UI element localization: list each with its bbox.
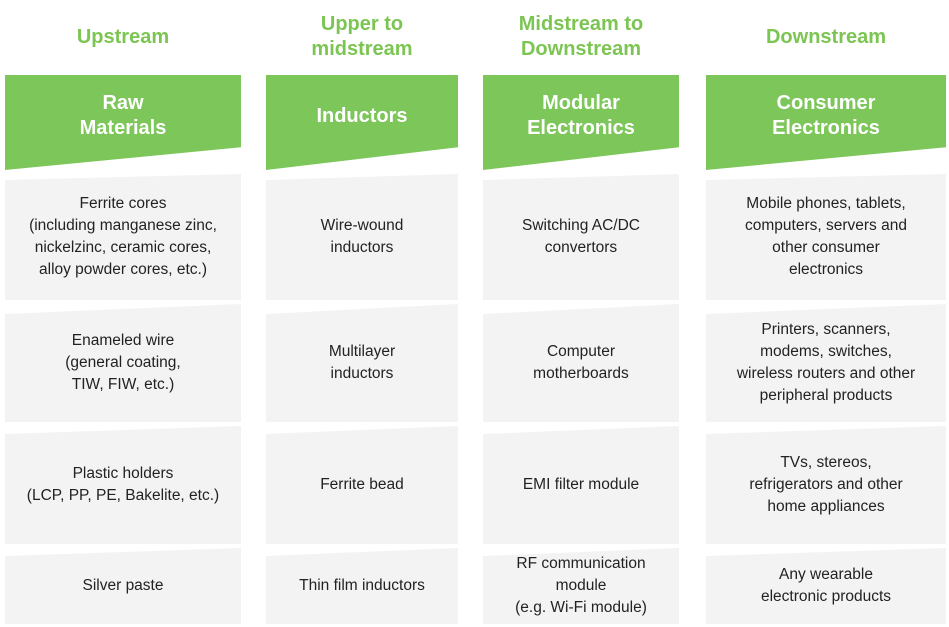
item-card: Ferrite cores (including manganese zinc,… bbox=[5, 174, 241, 300]
item-card: EMI filter module bbox=[483, 426, 679, 544]
item-card: Silver paste bbox=[5, 548, 241, 624]
item-card: Computer motherboards bbox=[483, 304, 679, 422]
header-title: Inductors bbox=[316, 104, 408, 127]
item-card: Ferrite bead bbox=[266, 426, 458, 544]
stage-label: Upstream bbox=[76, 25, 170, 48]
item-card: Plastic holders (LCP, PP, PE, Bakelite, … bbox=[5, 426, 241, 544]
column-downstream: Downstream Consumer Electronics Mobile p… bbox=[706, 0, 946, 627]
item-card: Printers, scanners, modems, switches, wi… bbox=[706, 304, 946, 422]
item-card: Enameled wire (general coating, TIW, FIW… bbox=[5, 304, 241, 422]
stage-label: Downstream bbox=[765, 25, 887, 48]
item-card: RF communication module (e.g. Wi-Fi modu… bbox=[483, 548, 679, 624]
column-midstream-to-downstream: Midstream to Downstream Modular Electron… bbox=[483, 0, 679, 627]
item-card: TVs, stereos, refrigerators and other ho… bbox=[706, 426, 946, 544]
header-title: Consumer Electronics bbox=[772, 92, 880, 139]
column-upper-to-midstream: Upper to midstream Inductors Wire-wound … bbox=[266, 0, 458, 627]
column-upstream: Upstream Raw Materials Ferrite cores (in… bbox=[5, 0, 241, 627]
item-card: Multilayer inductors bbox=[266, 304, 458, 422]
stage-label: Upper to midstream bbox=[311, 13, 413, 60]
stage-label: Midstream to Downstream bbox=[518, 13, 644, 60]
item-card: Mobile phones, tablets, computers, serve… bbox=[706, 174, 946, 300]
header-title: Raw Materials bbox=[79, 92, 167, 139]
item-card: Switching AC/DC convertors bbox=[483, 174, 679, 300]
item-card: Any wearable electronic products bbox=[706, 548, 946, 624]
header-title: Modular Electronics bbox=[527, 92, 635, 139]
item-card: Wire-wound inductors bbox=[266, 174, 458, 300]
item-card: Thin film inductors bbox=[266, 548, 458, 624]
